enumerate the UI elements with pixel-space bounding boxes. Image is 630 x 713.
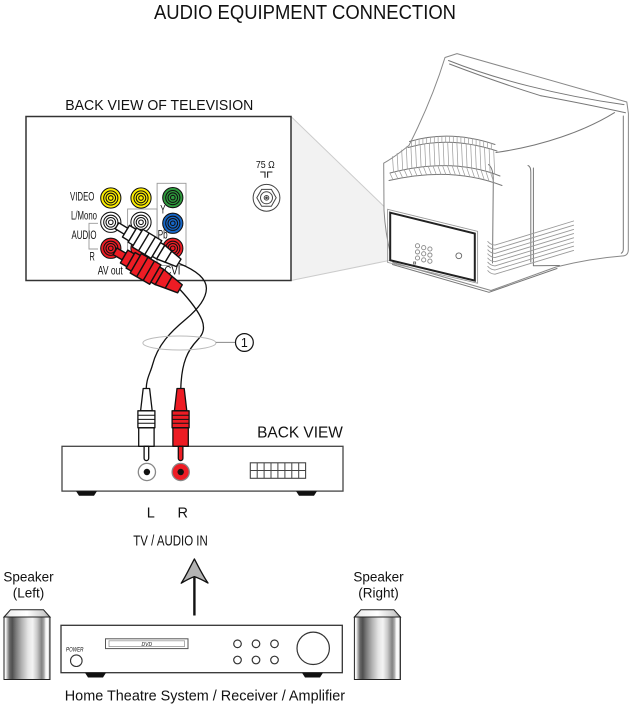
- svg-text:R: R: [90, 251, 95, 263]
- svg-text:1: 1: [241, 336, 248, 350]
- svg-text:Pb: Pb: [158, 230, 168, 242]
- svg-text:TV / AUDIO IN: TV / AUDIO IN: [133, 534, 208, 550]
- svg-text:L/Mono: L/Mono: [71, 210, 97, 222]
- svg-text:AUDIO: AUDIO: [72, 230, 97, 242]
- svg-text:R: R: [178, 506, 188, 522]
- svg-text:L: L: [147, 506, 155, 522]
- svg-text:BACK VIEW OF TELEVISION: BACK VIEW OF TELEVISION: [65, 97, 253, 114]
- svg-text:POWER: POWER: [66, 648, 84, 654]
- svg-text:Y: Y: [160, 205, 166, 217]
- svg-text:(Right): (Right): [358, 586, 399, 601]
- svg-text:AUDIO EQUIPMENT CONNECTION: AUDIO EQUIPMENT CONNECTION: [154, 2, 456, 24]
- svg-text:Home Theatre System / Receiver: Home Theatre System / Receiver / Amplifi…: [65, 688, 345, 705]
- svg-text:Speaker: Speaker: [353, 570, 404, 585]
- svg-text:BACK VIEW: BACK VIEW: [257, 425, 343, 442]
- svg-text:(Left): (Left): [13, 586, 45, 601]
- svg-text:VIDEO: VIDEO: [70, 191, 94, 203]
- svg-text:Speaker: Speaker: [3, 570, 54, 585]
- svg-text:AV out: AV out: [98, 266, 123, 278]
- svg-text:75 Ω: 75 Ω: [256, 160, 275, 171]
- svg-text:DVD: DVD: [142, 642, 153, 648]
